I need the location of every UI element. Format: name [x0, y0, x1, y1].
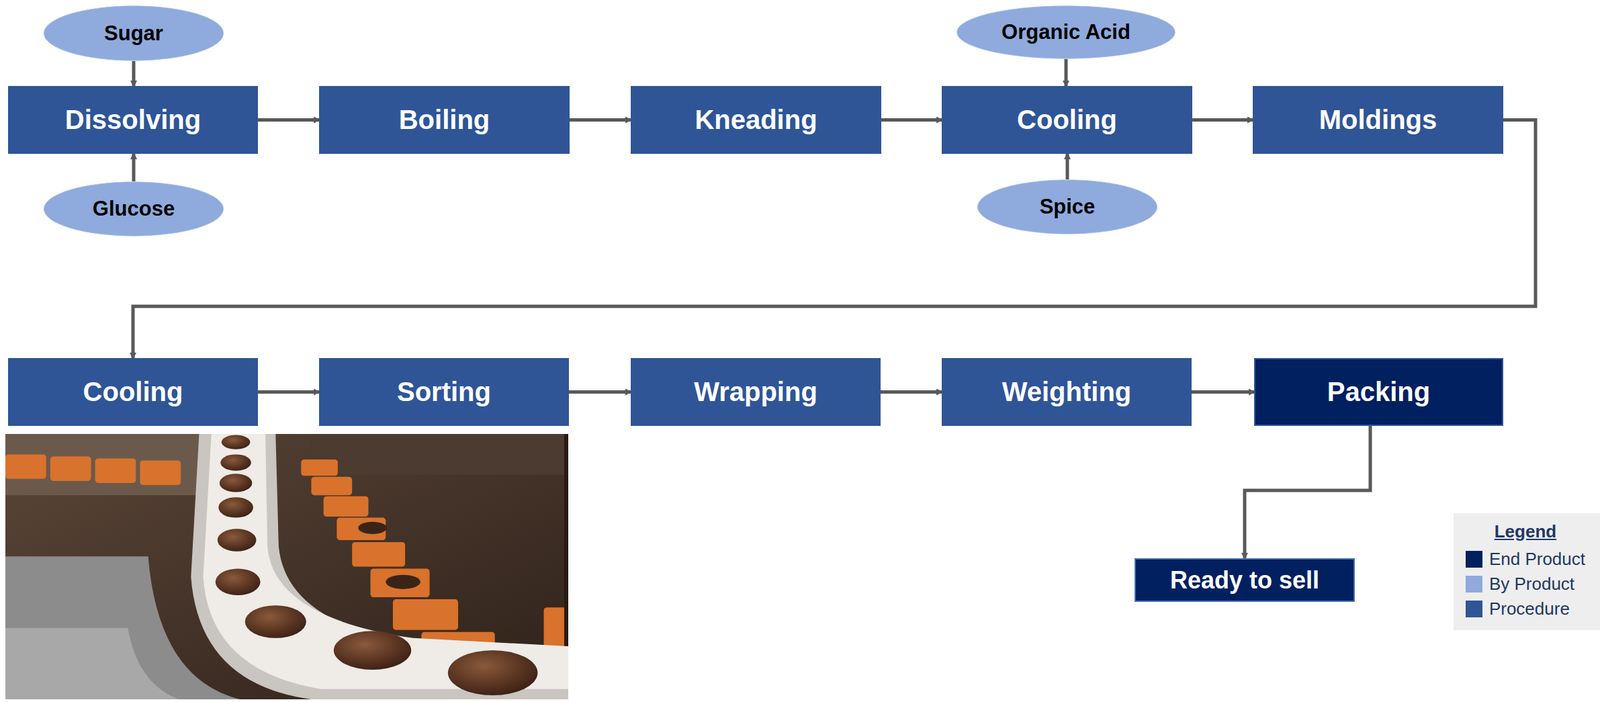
node-label: Organic Acid	[1001, 20, 1131, 45]
node-label: Moldings	[1319, 104, 1438, 136]
node-label: Sugar	[104, 21, 164, 46]
legend-row: End Product	[1465, 548, 1586, 570]
node-label: Spice	[1039, 194, 1096, 219]
conveyor-photo	[5, 433, 569, 700]
legend-swatch	[1465, 550, 1483, 568]
node-label: Ready to sell	[1170, 566, 1320, 595]
flow-arrow	[569, 118, 631, 122]
legend-row: Procedure	[1465, 598, 1586, 620]
node-label: Packing	[1327, 376, 1431, 408]
end-product-box: Packing	[1254, 358, 1504, 426]
process-box: Weighting	[941, 358, 1192, 426]
node-label: Weighting	[1002, 376, 1132, 408]
process-box: Cooling	[8, 358, 258, 426]
legend-row: By Product	[1465, 573, 1586, 595]
flow-arrow	[1244, 425, 1371, 559]
legend-label: End Product	[1489, 548, 1586, 570]
flow-arrow	[880, 390, 942, 394]
legend-label: By Product	[1489, 573, 1575, 595]
flow-arrow	[1192, 118, 1253, 122]
legend-swatch	[1465, 575, 1483, 593]
by-product-ellipse: Sugar	[42, 5, 225, 62]
node-label: Cooling	[83, 376, 184, 408]
process-box: Sorting	[319, 358, 569, 426]
node-label: Cooling	[1016, 104, 1118, 136]
node-label: Wrapping	[693, 376, 818, 408]
node-label: Boiling	[398, 104, 491, 136]
process-box: Moldings	[1252, 85, 1504, 154]
node-label: Sorting	[396, 376, 492, 408]
flow-arrow	[1065, 153, 1070, 180]
process-box: Dissolving	[8, 85, 258, 154]
node-label: Glucose	[92, 196, 175, 221]
process-box: Cooling	[941, 85, 1193, 154]
process-box: Kneading	[630, 85, 882, 154]
flow-arrow	[132, 153, 136, 182]
flow-arrow	[1191, 390, 1255, 394]
flow-arrow	[132, 120, 1536, 359]
flow-arrow	[1064, 59, 1069, 86]
process-box: Wrapping	[630, 358, 881, 426]
flow-arrow	[568, 390, 631, 394]
by-product-ellipse: Organic Acid	[955, 5, 1177, 60]
legend-panel: Legend End Product By ProductProcedure	[1453, 513, 1600, 631]
process-box: Boiling	[319, 85, 570, 154]
flow-arrow	[257, 118, 320, 122]
node-label: Dissolving	[65, 104, 201, 136]
by-product-ellipse: Glucose	[42, 181, 225, 237]
legend-label: Procedure	[1489, 598, 1570, 620]
flow-arrow	[257, 390, 320, 394]
legend-title: Legend	[1494, 521, 1557, 542]
legend-swatch	[1465, 600, 1483, 618]
flow-arrow	[132, 61, 136, 86]
by-product-ellipse: Spice	[976, 179, 1159, 235]
node-label: Kneading	[694, 104, 817, 136]
flow-arrow	[881, 118, 942, 122]
result-box: Ready to sell	[1134, 558, 1355, 602]
